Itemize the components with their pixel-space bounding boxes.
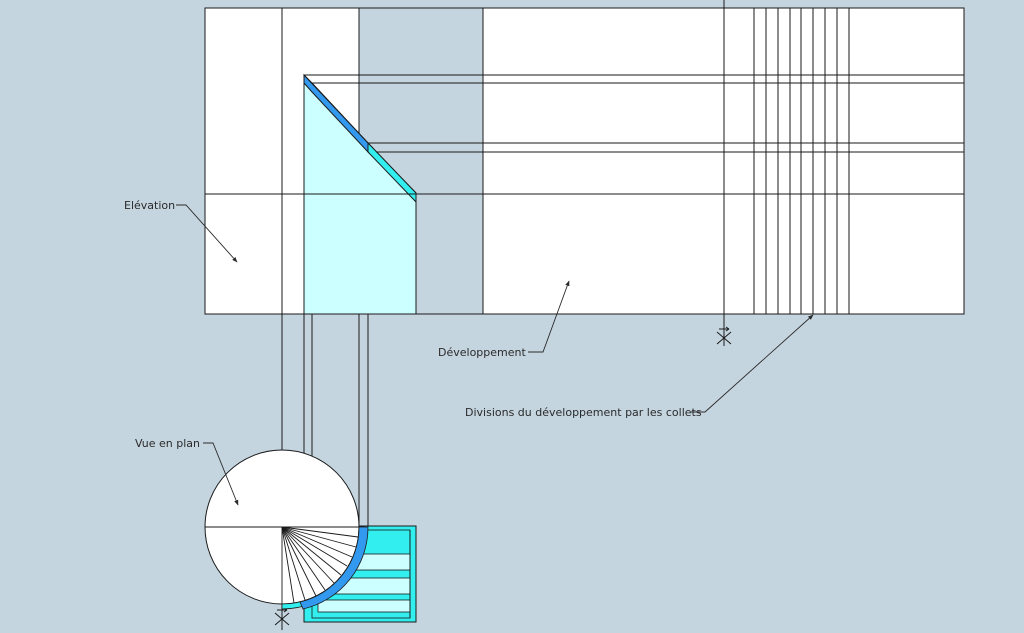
radial-divisions: [281, 526, 359, 604]
elevation-panel: [204, 0, 965, 346]
collet-division-lines: [753, 8, 850, 314]
label-vue-en-plan-group: Vue en plan: [135, 437, 239, 506]
arc-band-blue: [299, 526, 369, 610]
label-divisions: Divisions du développement par les colle…: [465, 406, 702, 419]
stringer-blue-strip: [303, 73, 369, 154]
stringer-cyan-strip: [367, 141, 417, 204]
label-divisions-group: Divisions du développement par les colle…: [465, 314, 814, 419]
label-developpement-group: Développement: [438, 280, 570, 359]
label-elevation: Elévation: [124, 199, 175, 212]
plan-view: [204, 449, 417, 623]
label-developpement: Développement: [438, 346, 526, 359]
label-elevation-group: Elévation: [124, 199, 238, 263]
compass-mark-icon: [716, 326, 732, 345]
label-vue-en-plan: Vue en plan: [135, 437, 200, 450]
